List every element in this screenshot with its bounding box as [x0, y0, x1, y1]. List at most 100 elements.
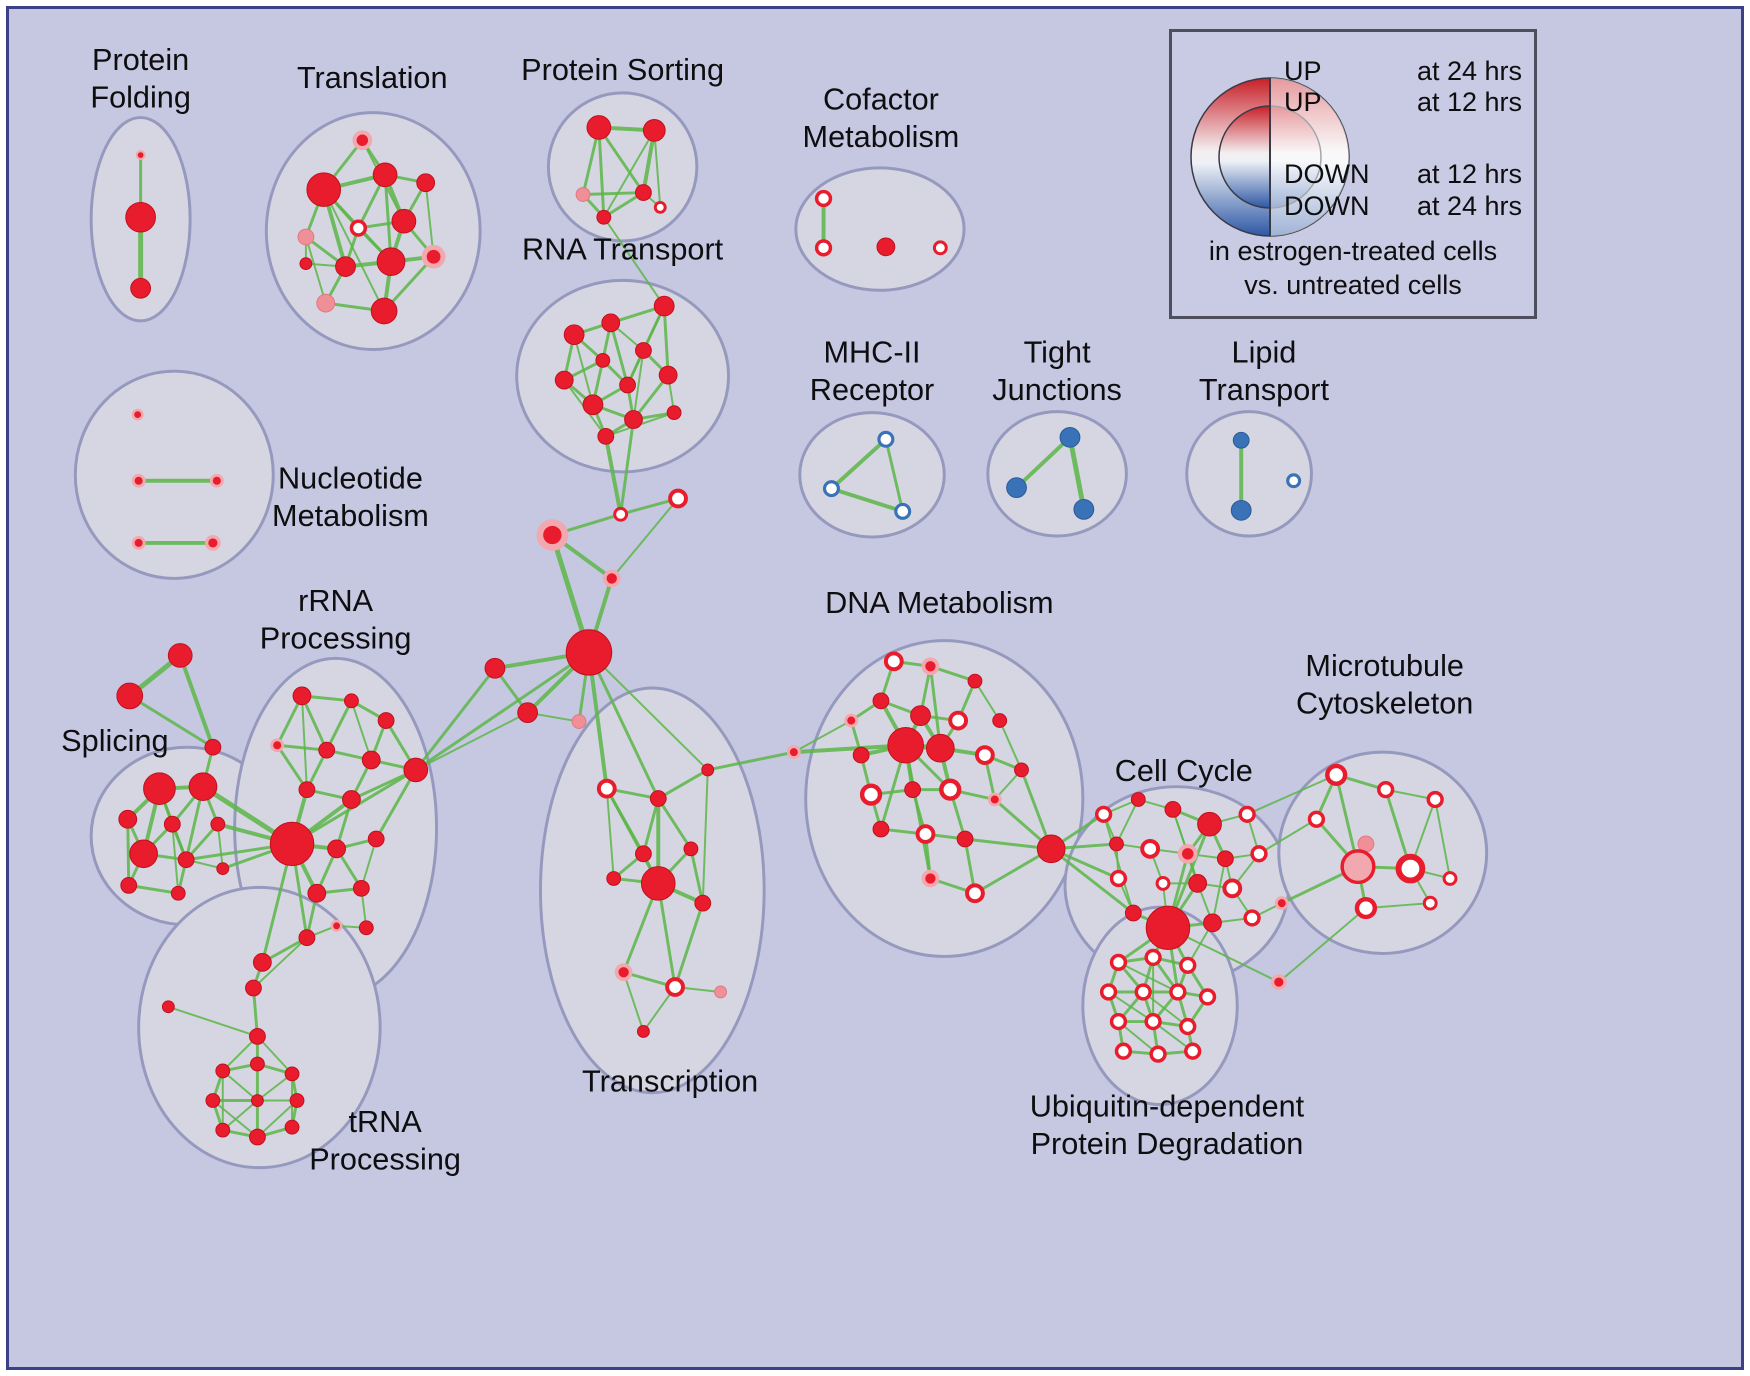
network-node: [1094, 805, 1113, 823]
network-node: [915, 824, 936, 844]
network-node: [177, 851, 195, 869]
network-node: [327, 839, 346, 859]
network-node: [316, 293, 336, 313]
network-node: [130, 277, 152, 299]
network-edge: [424, 181, 435, 258]
cluster-label-lipid-transport: Transport: [1199, 373, 1330, 407]
network-node: [992, 713, 1008, 728]
network-node: [965, 883, 985, 904]
network-node: [372, 162, 398, 188]
network-edge: [597, 125, 645, 195]
cluster-label-tight-junctions: Tight: [1024, 335, 1092, 369]
network-edge: [1258, 818, 1318, 855]
network-node: [1144, 948, 1162, 967]
legend-time: at 12 hrs: [1416, 159, 1522, 189]
network-node: [1395, 853, 1426, 884]
legend: UP at 24 hrs UP at 12 hrs DOWN at 12 hrs…: [1169, 29, 1537, 319]
network-node: [602, 569, 621, 588]
network-node: [844, 713, 859, 728]
cluster-label-rrna-processing: Processing: [260, 622, 412, 656]
network-edge: [998, 719, 1023, 771]
network-node: [1250, 845, 1268, 863]
network-edge: [792, 719, 853, 754]
network-node: [269, 821, 315, 867]
network-node: [377, 712, 395, 729]
network-node: [352, 130, 373, 151]
network-node: [1307, 810, 1326, 828]
network-edge: [701, 768, 709, 905]
legend-time: at 24 hrs: [1416, 191, 1522, 221]
network-node: [636, 1025, 650, 1038]
legend-entry: DOWN at 12 hrs: [1284, 159, 1522, 190]
network-edge: [167, 1005, 259, 1038]
network-node: [204, 738, 222, 756]
network-node: [883, 651, 904, 672]
network-edge: [221, 1099, 259, 1132]
network-edge: [587, 650, 660, 801]
network-node: [921, 869, 940, 888]
network-edge: [587, 651, 709, 771]
network-node: [289, 1093, 305, 1108]
network-node: [1149, 1045, 1167, 1063]
network-node: [1099, 983, 1118, 1001]
network-node: [131, 408, 144, 421]
network-node: [352, 879, 370, 897]
cluster-rna-transport: [515, 278, 731, 474]
network-node: [1109, 869, 1128, 888]
cluster-label-rna-transport: RNA Transport: [522, 233, 724, 267]
network-edge: [619, 497, 680, 516]
network-edge: [829, 437, 888, 491]
network-node: [974, 745, 995, 765]
network-edge: [304, 235, 327, 305]
network-node: [1179, 1017, 1197, 1036]
cluster-trna-processing: [137, 885, 382, 1170]
network-edge: [1434, 798, 1452, 880]
network-node: [1203, 913, 1222, 933]
network-edge: [973, 680, 1001, 722]
network-edge: [1067, 434, 1087, 512]
network-node: [601, 313, 621, 333]
cluster-cofactor-metabolism: [794, 166, 966, 292]
network-edge: [656, 797, 693, 851]
network-node: [876, 237, 896, 257]
network-node: [877, 430, 895, 448]
cluster-label-mhc-ii-receptor: Receptor: [810, 373, 934, 407]
network-node: [606, 871, 622, 886]
network-edge: [973, 847, 1053, 895]
network-node: [1006, 477, 1027, 499]
network-node: [129, 839, 158, 869]
network-node: [1130, 792, 1146, 807]
cluster-translation: [264, 111, 482, 351]
network-node: [1144, 1012, 1162, 1031]
network-edge: [300, 694, 329, 752]
network-node: [1164, 801, 1182, 818]
network-node: [1073, 499, 1095, 520]
network-edge: [656, 881, 677, 989]
legend-direction: UP: [1284, 87, 1322, 117]
network-node: [131, 473, 146, 488]
network-edge: [653, 129, 662, 209]
legend-entry: UP at 12 hrs: [1284, 87, 1522, 118]
cluster-tight-junctions: [986, 410, 1128, 538]
network-node: [167, 643, 193, 668]
cluster-label-translation: Translation: [297, 61, 448, 95]
network-edge: [1277, 907, 1367, 984]
network-node: [252, 952, 272, 972]
cluster-label-cell-cycle: Cell Cycle: [1115, 754, 1253, 788]
network-node: [210, 816, 226, 832]
network-node: [216, 862, 230, 876]
network-node: [205, 1093, 221, 1108]
network-edge: [414, 666, 497, 772]
network-node: [342, 790, 361, 809]
network-node: [596, 209, 612, 225]
network-node: [653, 200, 667, 214]
network-node: [1179, 956, 1197, 974]
network-node: [614, 963, 633, 982]
cluster-label-mhc-ii-receptor: MHC-II: [823, 335, 920, 369]
network-node: [921, 657, 940, 676]
network-edge: [619, 418, 635, 516]
network-node: [649, 790, 667, 807]
network-edge: [904, 743, 932, 880]
network-edge: [128, 694, 215, 749]
